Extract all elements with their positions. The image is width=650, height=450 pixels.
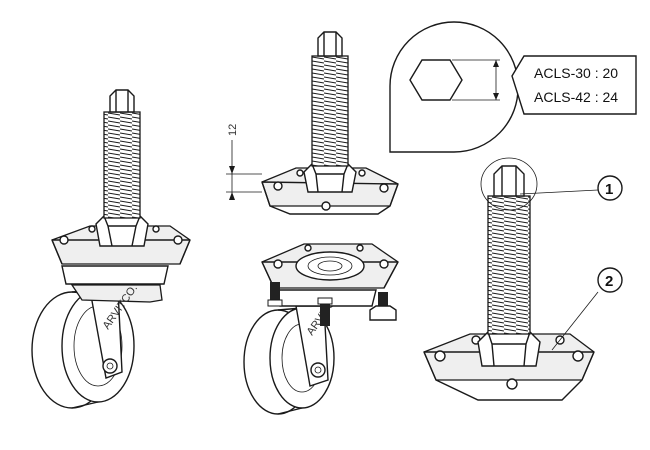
callout-line-1: ACLS-30 : 20 — [534, 65, 618, 81]
detail-circle — [480, 157, 538, 211]
caster-assembly-middle: ARVITCO. — [243, 243, 399, 415]
nut-middle — [303, 163, 357, 193]
axle-bolt-middle — [310, 362, 326, 378]
bolt-3 — [378, 292, 388, 306]
axle-bolt-left — [102, 358, 118, 374]
threaded-stud-right — [487, 195, 531, 335]
dimension-value: 12 — [227, 124, 239, 136]
hex-head-right — [493, 165, 525, 197]
threaded-stud-left — [103, 111, 141, 219]
caster-assembly-left: ARVITCO. — [31, 89, 191, 409]
part-number-1: 1 — [605, 181, 613, 198]
bolt-head-3 — [369, 305, 397, 321]
bolt-2 — [320, 304, 330, 326]
part-number-2-circle — [597, 267, 623, 293]
callout-line-2: ACLS-42 : 24 — [534, 89, 618, 105]
nut-right — [477, 331, 541, 367]
leveling-pad-middle — [261, 31, 399, 215]
leveling-pad-right: 1 2 — [423, 157, 623, 401]
hex-size-callout: ACLS-30 : 20 ACLS-42 : 24 — [389, 21, 637, 153]
dimension-12: 12 — [226, 124, 262, 200]
part-number-2: 2 — [605, 273, 613, 290]
nut-left — [95, 215, 149, 247]
threaded-stud-middle — [311, 55, 349, 167]
bolt-1 — [270, 282, 280, 300]
hex-profile — [409, 59, 463, 101]
callout-label-box — [511, 55, 637, 115]
hex-head-middle — [317, 31, 343, 57]
part-number-1-circle — [597, 175, 623, 201]
hex-head-left — [109, 89, 135, 113]
